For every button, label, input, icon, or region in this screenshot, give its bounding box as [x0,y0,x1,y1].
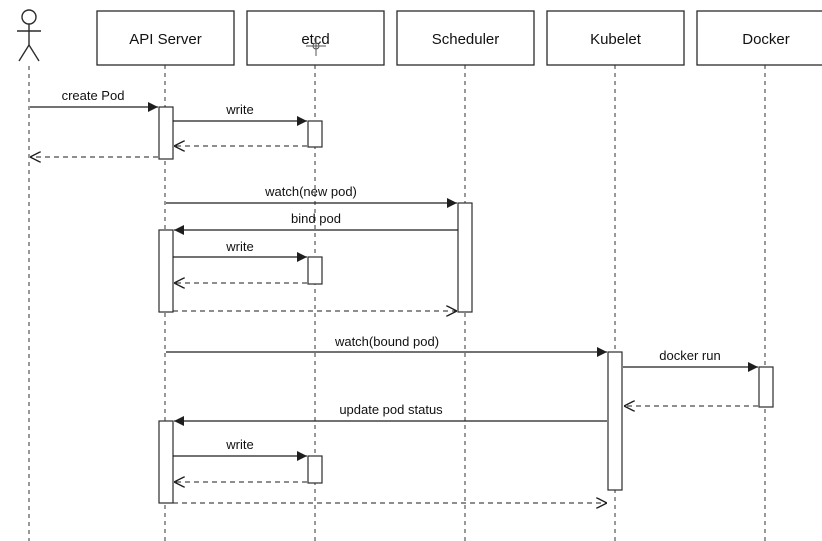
message-bind-pod: bind pod [174,211,458,235]
activations [158,106,774,504]
message-update-pod-status: update pod status [174,402,607,426]
participant-docker: Docker [696,10,822,66]
lifelines [28,65,766,541]
message-write: write [173,102,307,126]
message-create-pod: create Pod [30,88,158,112]
message-watch-new-pod: watch(new pod) [166,184,457,208]
message-write: write [173,437,307,461]
activation-scheduler [457,202,473,313]
participant-label: Docker [742,31,790,48]
activation-etcd [307,256,323,285]
activation-kubelet [607,351,623,491]
activation-etcd [307,455,323,484]
participant-label: API Server [129,31,202,48]
message-label: watch(new pod) [264,184,357,199]
user-actor-icon [17,9,41,62]
activation-api [158,229,174,313]
message-label: write [225,102,253,117]
mouse-cursor-icon [306,36,326,56]
message-label: write [225,239,253,254]
message-label: bind pod [291,211,341,226]
message-label: watch(bound pod) [334,334,439,349]
message-label: create Pod [62,88,125,103]
message-label: docker run [659,348,720,363]
participant-kubelet: Kubelet [546,10,685,66]
message-docker-run: docker run [623,348,758,372]
message-watch-bound-pod: watch(bound pod) [166,334,607,357]
participant-api: API Server [96,10,235,66]
messages: create Pod write watch(new pod) bind pod… [30,88,758,503]
message-label: update pod status [339,402,443,417]
participant-scheduler: Scheduler [396,10,535,66]
activation-docker [758,366,774,408]
message-write: write [173,239,307,262]
activation-api [158,420,174,504]
activation-api [158,106,174,160]
message-label: write [225,437,253,452]
activation-etcd [307,120,323,148]
participant-label: Kubelet [590,31,642,48]
participant-label: Scheduler [432,31,500,48]
